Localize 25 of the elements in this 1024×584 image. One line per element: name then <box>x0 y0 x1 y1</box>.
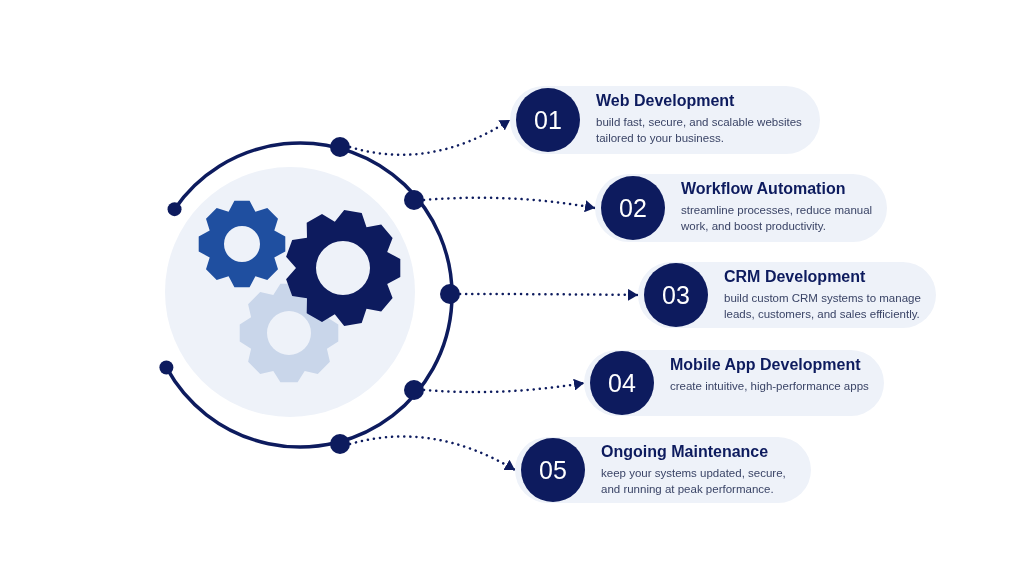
dotted-arrow <box>422 378 586 394</box>
service-title: Ongoing Maintenance <box>601 443 769 461</box>
service-description: build fast, secure, and scalable websites tailored to your business. <box>596 115 803 146</box>
service-title: Mobile App Development <box>670 356 861 374</box>
service-description: build custom CRM systems to manage leads, customers, and sales efficiently. <box>724 291 922 322</box>
connector-dot <box>404 190 424 210</box>
number-circle: 01 <box>516 88 580 152</box>
dotted-arrow <box>348 118 512 157</box>
number-circle: 02 <box>601 176 665 240</box>
service-description: keep your systems updated, secure, and running at peak performance. <box>601 466 787 497</box>
service-title: CRM Development <box>724 268 866 286</box>
connector-dot <box>330 137 350 157</box>
connector-dot <box>440 284 460 304</box>
service-description: streamline processes, reduce manual work, and boost productivity. <box>681 203 874 234</box>
number-circle: 05 <box>521 438 585 502</box>
dotted-arrow <box>422 196 597 213</box>
dotted-arrow <box>348 435 517 472</box>
dotted-arrow <box>458 288 640 301</box>
number-circle: 03 <box>644 263 708 327</box>
connector-dot <box>330 434 350 454</box>
service-description: create intuitive, high-performance apps <box>670 379 870 394</box>
service-title: Web Development <box>596 92 735 110</box>
service-title: Workflow Automation <box>681 180 846 198</box>
connector-dot <box>404 380 424 400</box>
number-circle: 04 <box>590 351 654 415</box>
